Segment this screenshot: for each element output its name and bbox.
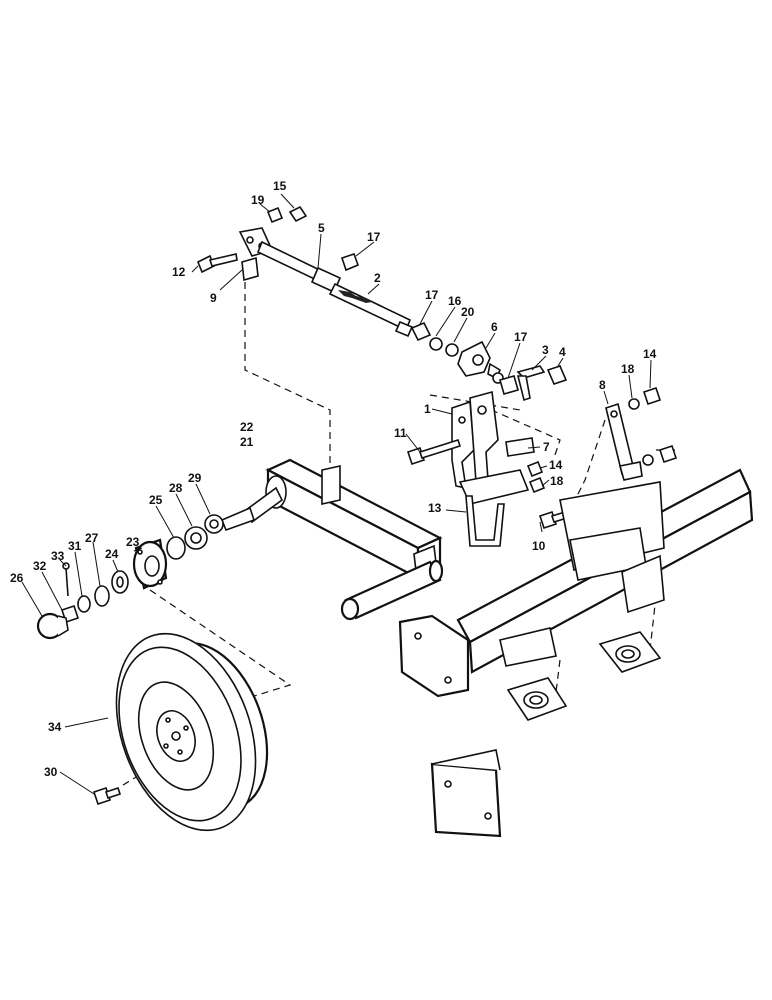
label-17b: 17 — [425, 288, 439, 302]
label-30: 30 — [44, 765, 58, 779]
part-labels: 1 2 3 4 5 6 7 8 9 10 11 12 13 14 14 15 1… — [10, 179, 657, 779]
label-24: 24 — [105, 547, 119, 561]
label-5: 5 — [318, 221, 325, 235]
label-32: 32 — [33, 559, 47, 573]
flange-bearing-right — [598, 631, 662, 673]
label-26: 26 — [10, 571, 24, 585]
label-11: 11 — [394, 426, 407, 440]
label-6: 6 — [491, 320, 498, 334]
label-34: 34 — [48, 720, 62, 734]
label-20: 20 — [461, 305, 475, 319]
main-frame-tube — [456, 468, 754, 674]
label-3: 3 — [542, 343, 549, 357]
label-10: 10 — [532, 539, 546, 553]
label-9: 9 — [210, 291, 217, 305]
pin-4 — [546, 365, 568, 385]
label-31: 31 — [68, 539, 82, 553]
label-23: 23 — [126, 535, 140, 549]
bearing-27 — [94, 585, 110, 607]
nut-washer-14-18 — [526, 460, 546, 494]
label-15: 15 — [273, 179, 287, 193]
label-28: 28 — [169, 481, 183, 495]
bracket-8 — [605, 402, 643, 481]
label-7: 7 — [543, 440, 550, 454]
nuts-16-17-20 — [410, 321, 459, 357]
spindle — [220, 475, 287, 532]
label-22: 22 — [240, 420, 254, 434]
label-12: 12 — [172, 265, 186, 279]
flange-bearing-left — [506, 677, 568, 721]
washer-31 — [77, 595, 91, 613]
label-29: 29 — [188, 471, 202, 485]
lower-angle-bracket — [430, 749, 502, 838]
label-4: 4 — [559, 345, 566, 359]
lug-bolt-30 — [92, 786, 122, 806]
leader-lines — [21, 193, 652, 795]
front-plate — [398, 614, 557, 698]
label-19: 19 — [251, 193, 265, 207]
nut-17-top — [340, 252, 360, 272]
hub-23 — [132, 538, 168, 590]
nuts-14-18-right — [628, 386, 678, 466]
bearing-28 — [184, 526, 208, 550]
label-17c: 17 — [514, 330, 528, 344]
label-14b: 14 — [549, 458, 563, 472]
label-27: 27 — [85, 531, 99, 545]
label-18b: 18 — [550, 474, 564, 488]
label-18a: 18 — [621, 362, 635, 376]
label-2: 2 — [374, 271, 381, 285]
turnbuckle-rod-assembly — [238, 227, 414, 338]
label-25: 25 — [149, 493, 163, 507]
label-8: 8 — [599, 378, 606, 392]
label-13: 13 — [428, 501, 442, 515]
hub-cap-26 — [36, 612, 69, 640]
washer-29 — [204, 514, 224, 534]
nut-17-right — [499, 375, 519, 395]
bolt-12 — [196, 253, 238, 274]
tube-stub — [340, 559, 444, 621]
crank-arm-3 — [516, 365, 546, 402]
steering-arm-6 — [457, 340, 504, 384]
seal-25 — [166, 536, 186, 560]
cotter-pin-33 — [62, 562, 70, 597]
label-14a: 14 — [643, 347, 657, 361]
label-17a: 17 — [367, 230, 381, 244]
label-1: 1 — [424, 402, 431, 416]
label-33: 33 — [51, 549, 65, 563]
nut-washer-15-19 — [266, 205, 308, 224]
bushing-9 — [241, 256, 259, 282]
wheel-rim-34 — [115, 632, 269, 832]
label-21: 21 — [240, 435, 254, 449]
u-bolt-13 — [465, 495, 505, 547]
bearing-24 — [111, 570, 129, 594]
label-16: 16 — [448, 294, 462, 308]
mounting-bracket-1 — [451, 390, 535, 505]
